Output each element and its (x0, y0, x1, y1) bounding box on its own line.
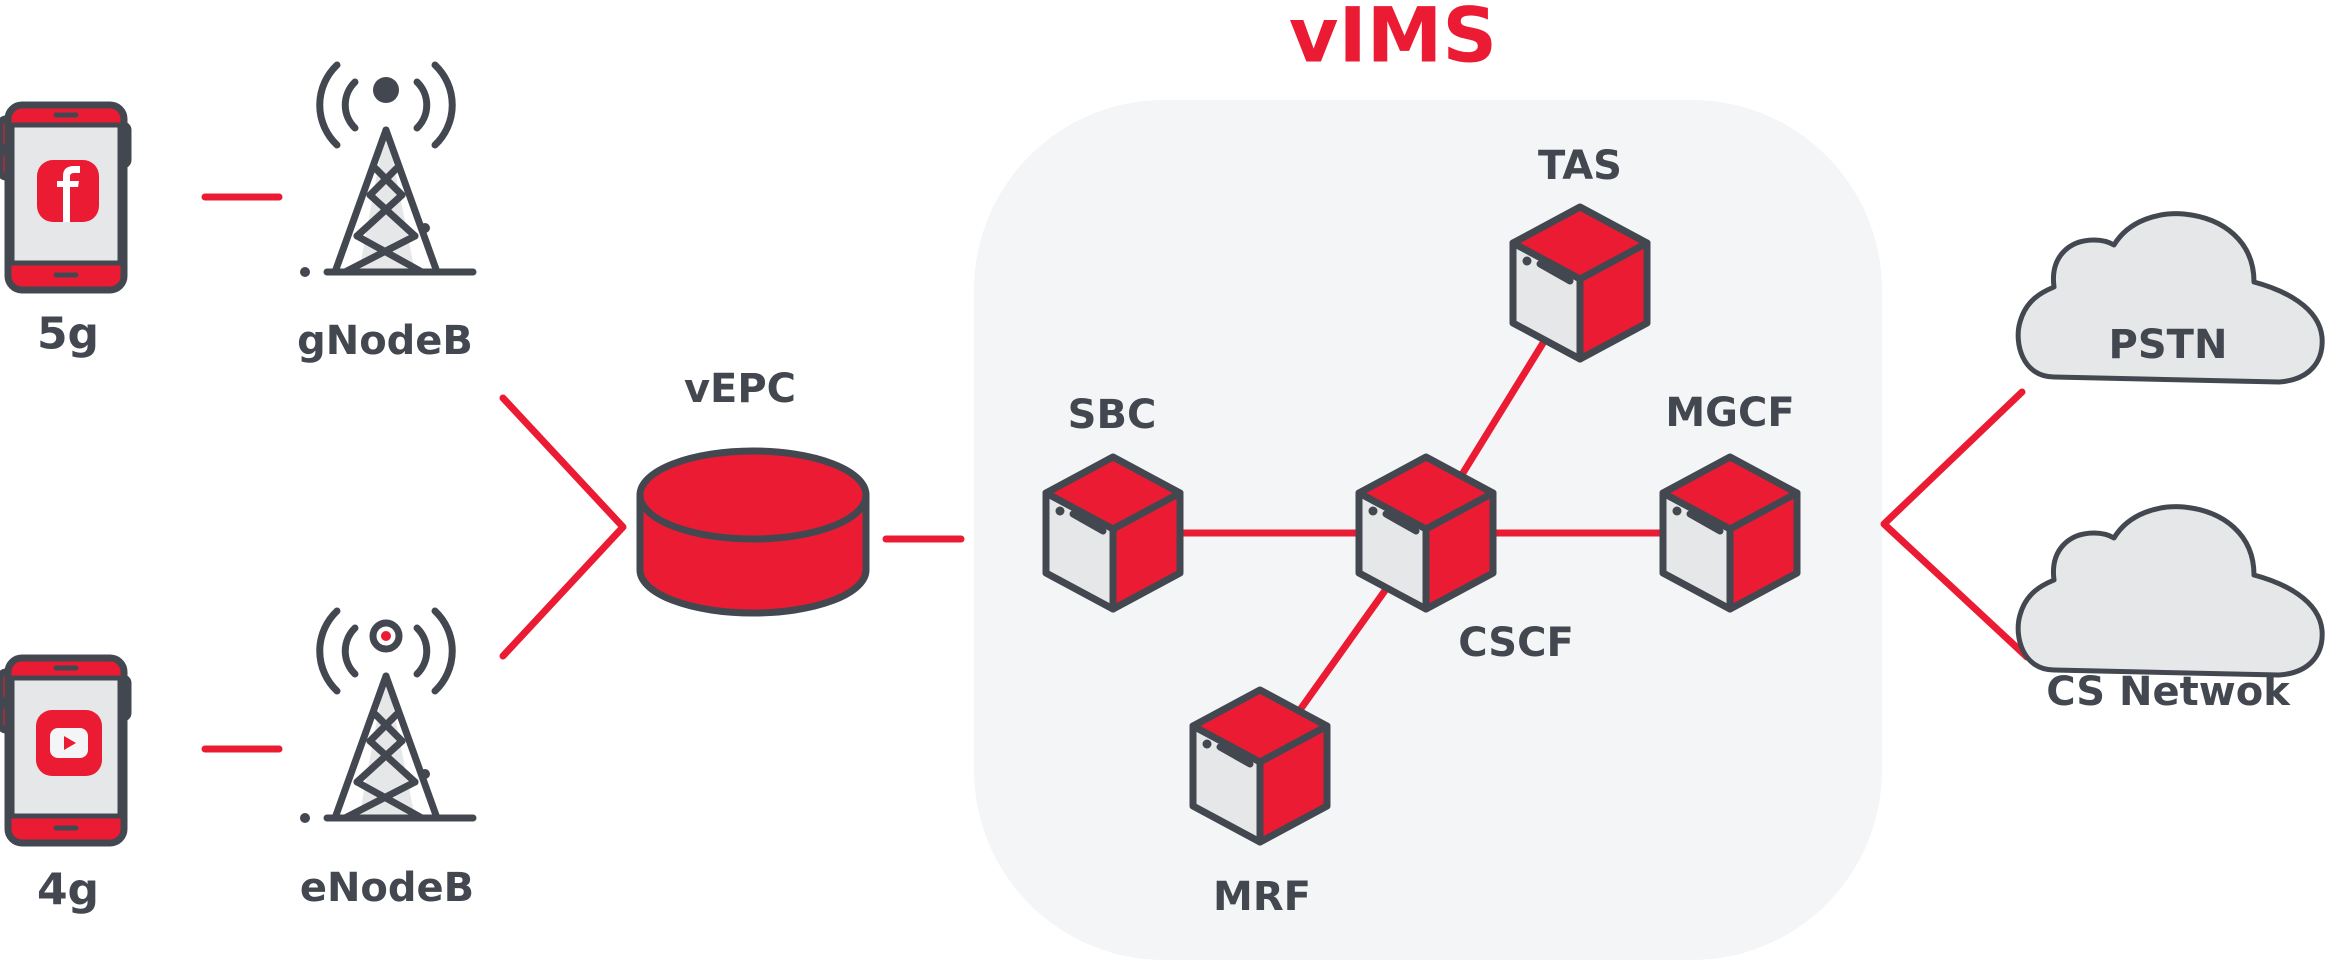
server-icon-cscf (1359, 457, 1493, 609)
server-icon-mgcf (1663, 457, 1797, 609)
vepc-database-icon (636, 447, 870, 617)
tower-enodeb (300, 611, 473, 823)
device-5g (0, 105, 128, 290)
network-label-pstn: PSTN (2109, 322, 2228, 368)
facebook-icon (37, 160, 99, 222)
server-icon-mrf (1193, 690, 1327, 842)
node-label-cscf: CSCF (1458, 620, 1574, 666)
vims-title: vIMS (1289, 0, 1497, 80)
node-label-tas: TAS (1538, 143, 1622, 189)
server-icon-sbc (1046, 457, 1180, 609)
node-label-mgcf: MGCF (1665, 390, 1794, 436)
node-label-mrf: MRF (1213, 874, 1311, 920)
youtube-icon (36, 710, 102, 776)
network-label-cs: CS Netwok (2046, 669, 2291, 715)
device-4g (0, 658, 128, 843)
tower-label-gnodeb: gNodeB (297, 318, 473, 364)
tower-gnodeb (300, 65, 473, 277)
device-label-5g: 5g (37, 309, 99, 360)
antenna-dot (373, 77, 399, 103)
device-label-4g: 4g (37, 865, 99, 916)
link-vims-networks (1880, 388, 2031, 661)
link-ran-vepc (499, 394, 627, 660)
tower-label-enodeb: eNodeB (300, 865, 474, 911)
node-label-sbc: SBC (1068, 392, 1157, 438)
vepc-label: vEPC (684, 366, 796, 412)
server-icon-tas (1513, 207, 1647, 359)
cloud-icon-cs-network (2018, 507, 2322, 675)
